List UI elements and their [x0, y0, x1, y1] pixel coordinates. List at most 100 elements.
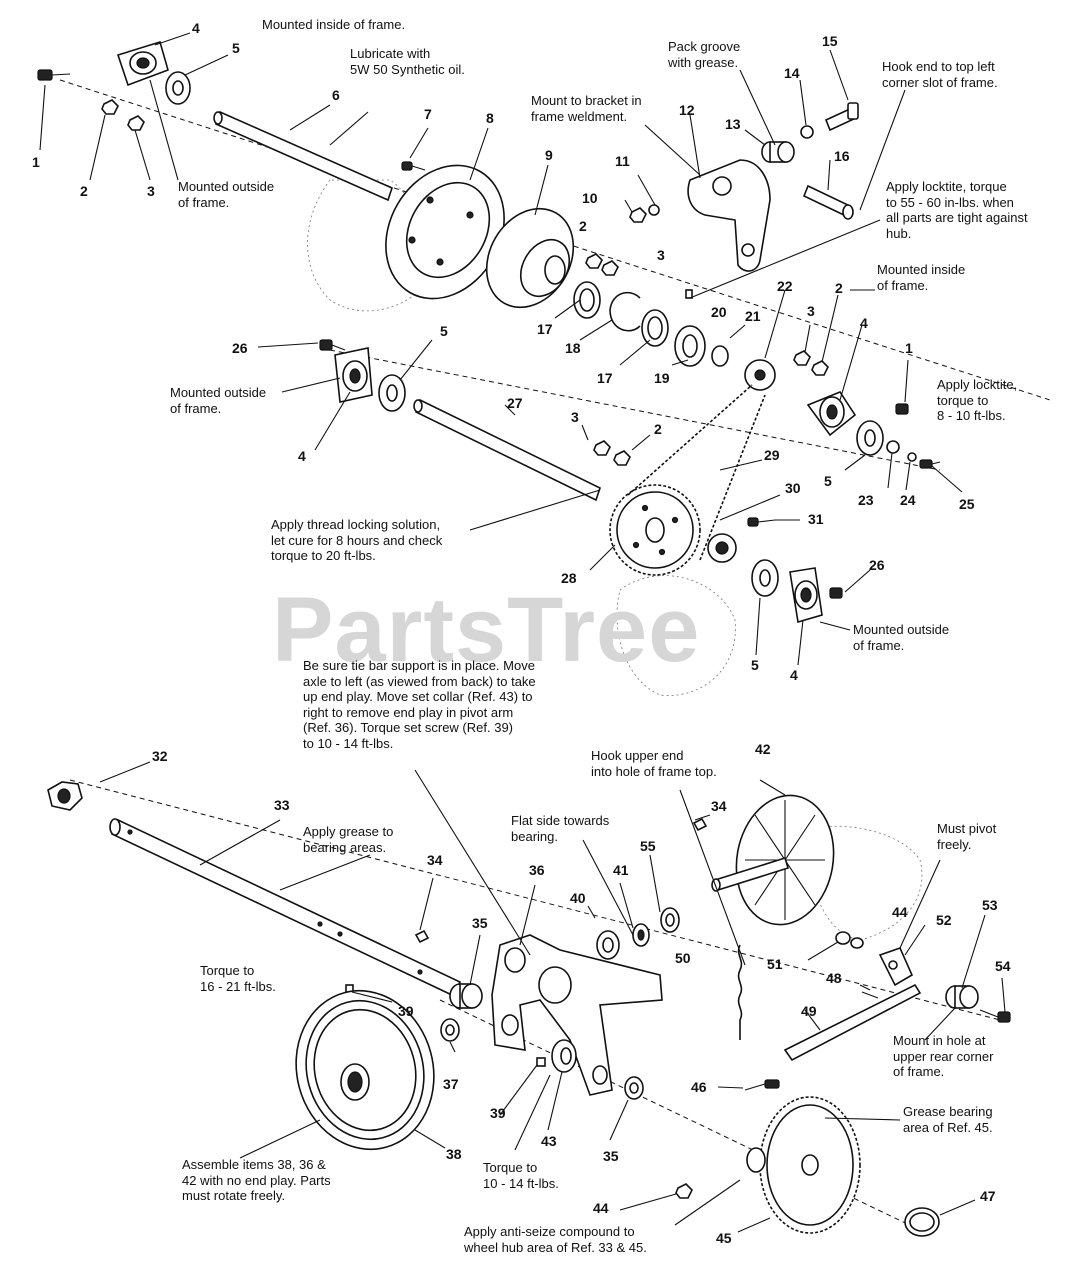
callout-4-left: 4: [298, 448, 306, 464]
note-mount-bracket: Mount to bracket in frame weldment.: [531, 93, 642, 124]
callout-19: 19: [654, 370, 670, 386]
callout-11: 11: [615, 153, 630, 169]
note-thread-locking: Apply thread locking solution, let cure …: [271, 517, 443, 563]
note-torque-10: Torque to 10 - 14 ft-lbs.: [483, 1160, 559, 1191]
callout-24: 24: [900, 492, 916, 508]
spacer-21: [711, 345, 729, 367]
callout-1-right: 1: [905, 340, 913, 356]
pin-48: [861, 991, 879, 999]
callout-5-top: 5: [232, 40, 240, 56]
callout-40: 40: [570, 890, 586, 906]
note-torque-16: Torque to 16 - 21 ft-lbs.: [200, 963, 276, 994]
callout-27: 27: [507, 395, 523, 411]
nut-top-3: [127, 115, 145, 131]
callout-3-mid: 3: [657, 247, 665, 263]
note-mounted-outside-left: Mounted outside of frame.: [170, 385, 267, 416]
callout-32: 32: [152, 748, 168, 764]
bolt-1-right: [895, 403, 909, 415]
callout-9: 9: [545, 147, 553, 163]
shaft-27: [413, 398, 601, 502]
nut-2-mid: [585, 253, 603, 269]
nut-3-right: [793, 350, 811, 366]
bracket-12: [687, 159, 771, 272]
bolt-7: [401, 161, 426, 171]
callout-8: 8: [486, 110, 494, 126]
hub-cap-47: [904, 1207, 940, 1237]
collar-32: [47, 781, 83, 811]
sprocket-22: [744, 359, 776, 391]
ring-17b: [641, 309, 669, 347]
callout-38: 38: [446, 1146, 462, 1162]
bearing-19: [674, 325, 706, 367]
note-apply-locktite-8: Apply locktite, torque to 8 - 10 ft-lbs.: [937, 377, 1018, 423]
ring-17a: [573, 281, 601, 319]
callout-20: 20: [711, 304, 727, 320]
set-collar-43-inner: [560, 1047, 572, 1065]
note-tie-bar: Be sure tie bar support is in place. Mov…: [303, 658, 536, 751]
callout-45: 45: [716, 1230, 732, 1246]
callout-14: 14: [784, 65, 800, 81]
bearing-lower-inner: [759, 569, 771, 587]
callout-23: 23: [858, 492, 874, 508]
chain-29: [627, 384, 766, 561]
callout-5-lower: 5: [751, 657, 759, 673]
bearing-left-inner: [386, 384, 398, 402]
note-hook-upper: Hook upper end into hole of frame top.: [591, 748, 717, 779]
callout-41: 41: [613, 862, 629, 878]
note-anti-seize: Apply anti-seize compound to wheel hub a…: [464, 1224, 647, 1255]
callout-51: 51: [767, 956, 783, 972]
callout-4-right: 4: [860, 315, 868, 331]
key-20: [685, 289, 693, 299]
callout-12: 12: [679, 102, 695, 118]
callout-39-lower: 39: [490, 1105, 506, 1121]
ring-17b-inner: [647, 316, 663, 340]
callout-35-lower: 35: [603, 1148, 619, 1164]
callout-35-upper: 35: [472, 915, 488, 931]
callout-29: 29: [764, 447, 780, 463]
callout-21: 21: [745, 308, 761, 324]
callout-10: 10: [582, 190, 598, 206]
washer-41-inner: [637, 929, 645, 941]
axle-33: [109, 818, 462, 998]
bolt-top-left: [37, 69, 71, 81]
note-mounted-inside-top: Mounted inside of frame.: [262, 17, 406, 32]
callout-3-gear: 3: [571, 409, 579, 425]
callout-30: 30: [785, 480, 801, 496]
callout-3-top: 3: [147, 183, 155, 199]
callout-54: 54: [995, 958, 1011, 974]
bearing-left: [378, 374, 406, 412]
washer-55: [660, 907, 680, 933]
gear-30: [707, 533, 737, 563]
axis-line-lower: [69, 779, 1001, 1021]
note-pack-groove: Pack groove with grease.: [668, 39, 741, 70]
gear-ghost-lower: [616, 575, 736, 696]
nut-2-gear: [613, 450, 631, 466]
wheel-gear-45: [746, 1096, 861, 1234]
note-mounted-outside-top: Mounted outside of frame.: [178, 179, 275, 210]
callout-22: 22: [777, 278, 793, 294]
bolt-46: [744, 1079, 780, 1091]
washer-24: [907, 452, 917, 462]
washer-14: [800, 125, 814, 139]
callout-1-top: 1: [32, 154, 40, 170]
note-apply-locktite-55: Apply locktite, torque to 55 - 60 in-lbs…: [886, 179, 1028, 241]
callout-5-right: 5: [824, 473, 832, 489]
nut-2-right: [811, 360, 829, 376]
collar-53: [945, 985, 979, 1009]
callout-26-right: 26: [869, 557, 885, 573]
flange-bearing-top: [116, 40, 169, 87]
note-flat-side: Flat side towards bearing.: [511, 813, 610, 844]
callout-42: 42: [755, 741, 771, 757]
bearing-19-inner: [682, 334, 698, 358]
callout-2-top: 2: [80, 183, 88, 199]
bolt-25: [919, 459, 941, 469]
bolt-26-right: [829, 587, 843, 599]
callout-55: 55: [640, 838, 656, 854]
bushing-35-lower: [624, 1076, 644, 1100]
callout-34-right: 34: [711, 798, 727, 814]
callout-31: 31: [808, 511, 824, 527]
bearing-right-inner: [864, 429, 876, 447]
pivot-arm-36: [491, 934, 663, 1096]
washer-44-upper: [850, 937, 864, 949]
